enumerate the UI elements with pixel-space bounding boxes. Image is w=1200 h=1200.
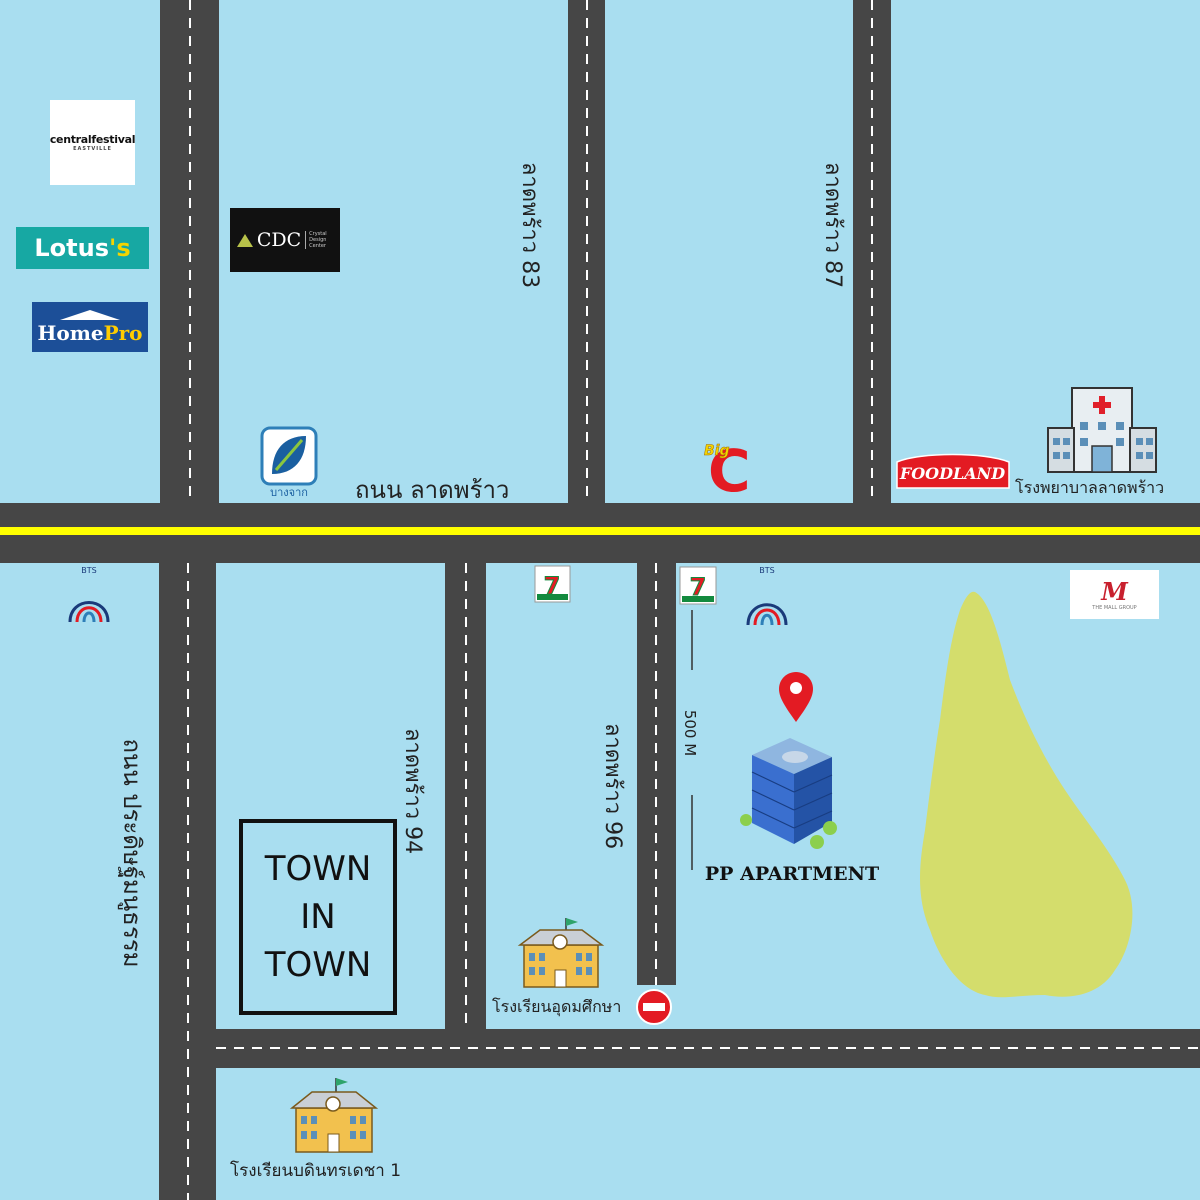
soi-94-label: ลาดพร้าว 94 bbox=[400, 728, 425, 854]
building-icon bbox=[740, 738, 837, 849]
hospital-label: โรงพยาบาลลาดพร้าว bbox=[1015, 478, 1164, 497]
lotus-main: Lotus bbox=[34, 234, 109, 262]
distance-label: 500 M bbox=[681, 710, 699, 756]
homepro-main: Home bbox=[37, 320, 104, 345]
central-sub: EASTVILLE bbox=[73, 146, 112, 152]
central-festival-logo: centralfestival EASTVILLE bbox=[50, 100, 135, 185]
foodland-logo: FOODLAND bbox=[899, 463, 1006, 483]
town-line-3: TOWN bbox=[264, 945, 372, 985]
seven-eleven-icon: 7 bbox=[679, 566, 717, 605]
homepro-roof-icon bbox=[60, 309, 120, 320]
town-line-2: IN bbox=[300, 897, 336, 937]
seven-eleven-icon: 7 bbox=[534, 565, 571, 603]
town-in-town-box: TOWN IN TOWN bbox=[239, 819, 397, 1015]
town-line-1: TOWN bbox=[264, 849, 372, 889]
bts-label: BTS bbox=[81, 566, 96, 575]
triangle-icon bbox=[236, 233, 253, 247]
school-icon bbox=[517, 918, 605, 988]
seven-eleven-label: 7 bbox=[690, 573, 707, 601]
park-area bbox=[920, 591, 1133, 998]
pradit-manutham-road-label: ถนน ประดิษฐ์มนูธรรม bbox=[117, 738, 146, 967]
homepro-suffix: Pro bbox=[103, 320, 143, 345]
main-road-center-line bbox=[0, 527, 1200, 535]
foodland-logo-bg bbox=[896, 453, 1010, 489]
bigc-small: Big bbox=[704, 443, 730, 459]
homepro-logo: HomePro bbox=[32, 302, 148, 352]
cdc-logo: CDC Crystal Design Center bbox=[230, 208, 340, 272]
school-icon bbox=[289, 1078, 379, 1153]
the-mall-logo: M THE MALL GROUP bbox=[1070, 570, 1159, 619]
soi-96-label: ลาดพร้าว 96 bbox=[600, 723, 625, 849]
the-mall-sub: THE MALL GROUP bbox=[1092, 604, 1137, 611]
big-c-logo: C Big bbox=[704, 437, 751, 505]
cdc-sub: Crystal Design Center bbox=[305, 231, 333, 249]
map-pin-icon bbox=[779, 672, 813, 722]
lotus-suffix: 's bbox=[108, 234, 131, 262]
apartment-label: PP APARTMENT bbox=[705, 863, 879, 885]
lotus-logo: Lotus's bbox=[16, 227, 149, 269]
central-main: centralfestival bbox=[49, 133, 136, 146]
cdc-main: CDC bbox=[256, 229, 302, 251]
bts-icon: BTS bbox=[68, 566, 110, 623]
hospital-icon bbox=[1047, 387, 1157, 473]
seven-eleven-label: 7 bbox=[544, 572, 561, 600]
school-bodindecha-label: โรงเรียนบดินทรเดชา 1 bbox=[230, 1160, 401, 1181]
soi-87-label: ลาดพร้าว 87 bbox=[820, 162, 845, 288]
homepro-text: HomePro bbox=[37, 321, 142, 345]
lane-dashes bbox=[187, 0, 1200, 1200]
school-udom-label: โรงเรียนอุดมศึกษา bbox=[492, 997, 621, 1017]
bts-icon: BTS bbox=[746, 566, 788, 626]
distance-marker: 500 M bbox=[681, 610, 699, 870]
bts-label: BTS bbox=[759, 566, 774, 575]
lat-phrao-road-label: ถนน ลาดพร้าว bbox=[355, 476, 509, 504]
bigc-c: C bbox=[708, 437, 751, 505]
bangchak-logo: บางจาก bbox=[260, 426, 318, 499]
bangchak-label: บางจาก bbox=[270, 486, 308, 499]
the-mall-main: M bbox=[1101, 576, 1128, 606]
no-entry-icon bbox=[636, 989, 672, 1025]
soi-83-label: ลาดพร้าว 83 bbox=[517, 162, 542, 288]
